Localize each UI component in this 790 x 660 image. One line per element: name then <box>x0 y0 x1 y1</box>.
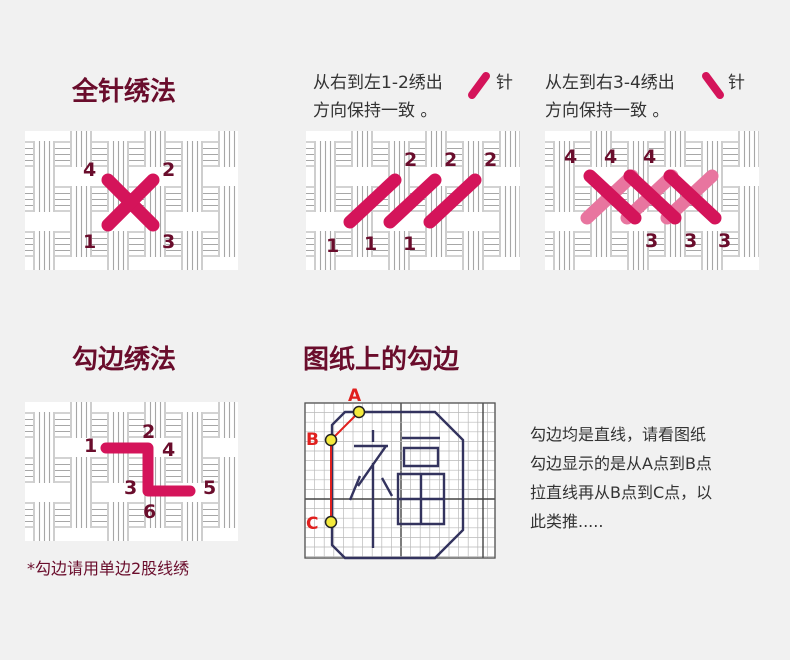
half-rtl-top-label: 2 <box>404 149 417 171</box>
half-rtl-top-label: 2 <box>484 149 497 171</box>
point-a-label: A <box>348 386 362 406</box>
half-rtl-bottom-label: 1 <box>403 233 416 255</box>
half-rtl-desc-line1: 从右到左1-2绣出 <box>313 73 443 93</box>
point-a-marker <box>352 405 366 419</box>
half-rtl-desc-line2: 方向保持一致 。 <box>313 101 437 121</box>
fabric-backstitch <box>25 402 238 541</box>
half-ltr-desc-line1: 从左到右3-4绣出 <box>545 73 675 93</box>
backstitch-title: 勾边绣法 <box>72 344 176 375</box>
full-stitch-diagonal-2 <box>101 173 160 232</box>
backstitch-label-4: 4 <box>162 439 175 461</box>
half-ltr-top-label: 4 <box>643 146 656 168</box>
half-ltr-bottom-label: 3 <box>718 230 731 252</box>
half-rtl-bottom-label: 1 <box>326 235 339 257</box>
half-rtl-stitch-2 <box>383 173 442 229</box>
chart-outline-note-line: 拉直线再从B点到C点，以 <box>530 483 712 502</box>
backstitch-label-6: 6 <box>143 501 156 523</box>
point-b-marker <box>324 433 338 447</box>
half-ltr-stitch-1 <box>583 169 642 225</box>
half-rtl-top-label: 2 <box>444 149 457 171</box>
point-c-marker <box>324 515 338 529</box>
full-stitch-label-4: 4 <box>83 159 96 181</box>
full-stitch-label-2: 2 <box>162 159 175 181</box>
half-ltr-stitch-3 <box>663 169 722 225</box>
half-rtl-stitch-1 <box>343 173 402 229</box>
half-rtl-stitch-3 <box>423 173 482 229</box>
chart-outline-note-line: 勾边显示的是从A点到B点 <box>530 454 712 473</box>
forward-slash-stitch-icon <box>468 72 490 99</box>
fabric-half-ltr <box>545 131 759 270</box>
full-stitch-label-3: 3 <box>162 231 175 253</box>
chart-outline-note-line: 此类推..... <box>530 512 603 531</box>
chart-outline-note-line: 勾边均是直线，请看图纸 <box>530 425 706 444</box>
half-ltr-bottom-label: 3 <box>684 230 697 252</box>
backstitch-label-3: 3 <box>124 477 137 499</box>
half-rtl-bottom-label: 1 <box>364 233 377 255</box>
pattern-chart-grid <box>304 402 496 559</box>
backstitch-note: *勾边请用单边2股线绣 <box>27 559 189 578</box>
full-stitch-title: 全针绣法 <box>71 76 176 107</box>
chart-outline-title: 图纸上的勾边 <box>303 344 460 375</box>
half-ltr-top-label: 4 <box>564 146 577 168</box>
backstitch-thread <box>100 442 196 497</box>
half-rtl-desc-suffix: 针 <box>496 73 513 93</box>
point-c-label: C <box>306 514 318 534</box>
half-ltr-top-label: 4 <box>604 146 617 168</box>
full-stitch-label-1: 1 <box>83 231 96 253</box>
half-ltr-desc-suffix: 针 <box>728 73 745 93</box>
backstitch-label-5: 5 <box>203 477 216 499</box>
half-ltr-stitch-2 <box>623 169 682 225</box>
backstitch-label-1: 1 <box>84 435 97 457</box>
point-b-label: B <box>306 430 319 450</box>
half-ltr-bottom-label: 3 <box>645 230 658 252</box>
half-ltr-desc-line2: 方向保持一致 。 <box>545 101 669 121</box>
back-slash-stitch-icon <box>702 72 724 99</box>
backstitch-label-2: 2 <box>142 421 155 443</box>
